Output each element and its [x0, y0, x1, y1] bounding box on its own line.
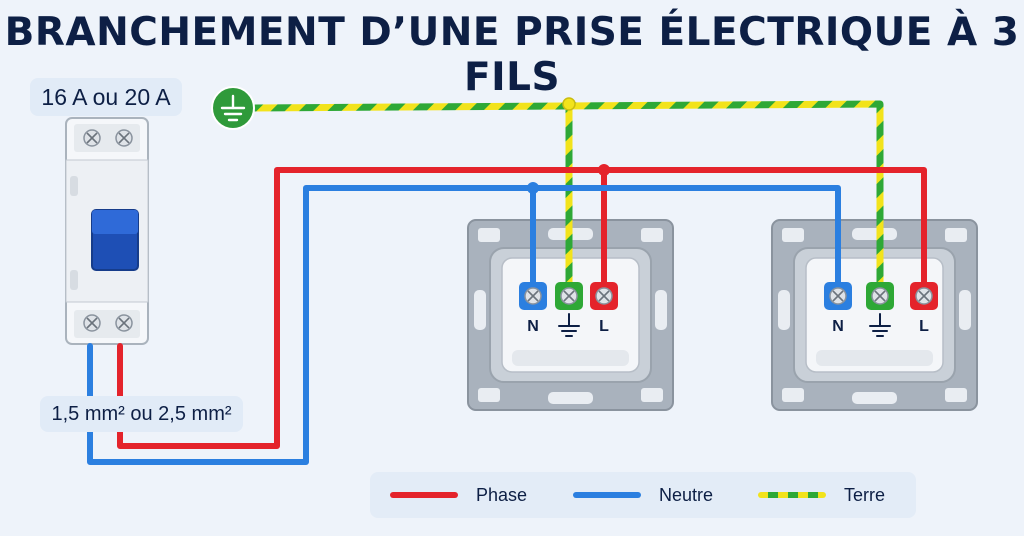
neutral-junction — [527, 182, 539, 194]
earth-wire — [248, 100, 884, 294]
socket-2-terminals — [824, 282, 938, 310]
earth-junction — [562, 97, 576, 111]
socket-2-live-label: L — [919, 318, 929, 335]
socket-2-neutral-label: N — [832, 318, 844, 335]
legend-item-earth: Terre — [758, 472, 885, 518]
wire-section-label: 1,5 mm² ou 2,5 mm² — [40, 396, 243, 432]
breaker-rating-label: 16 A ou 20 A — [30, 78, 182, 116]
neutral-wire — [87, 185, 841, 465]
circuit-breaker — [65, 117, 149, 345]
ground-icon — [558, 313, 580, 337]
legend: Phase Neutre Terre — [370, 472, 916, 518]
legend-label-phase: Phase — [476, 484, 528, 505]
ground-icon — [869, 313, 891, 337]
phase-junction — [598, 164, 610, 176]
socket-1-live-label: L — [599, 318, 609, 335]
page-title: BRANCHEMENT D’UNE PRISE ÉLECTRIQUE À 3 F… — [4, 10, 1020, 100]
legend-swatch-phase — [390, 492, 458, 498]
ground-icon — [211, 86, 255, 130]
legend-item-phase: Phase — [390, 472, 527, 518]
legend-label-earth: Terre — [844, 484, 886, 505]
legend-swatch-earth — [758, 492, 826, 498]
legend-label-neutral: Neutre — [659, 484, 714, 505]
socket-1-terminals — [519, 282, 618, 310]
socket-2 — [771, 219, 978, 411]
socket-1-neutral-label: N — [527, 318, 539, 335]
legend-swatch-neutral — [573, 492, 641, 498]
legend-item-neutral: Neutre — [573, 472, 713, 518]
